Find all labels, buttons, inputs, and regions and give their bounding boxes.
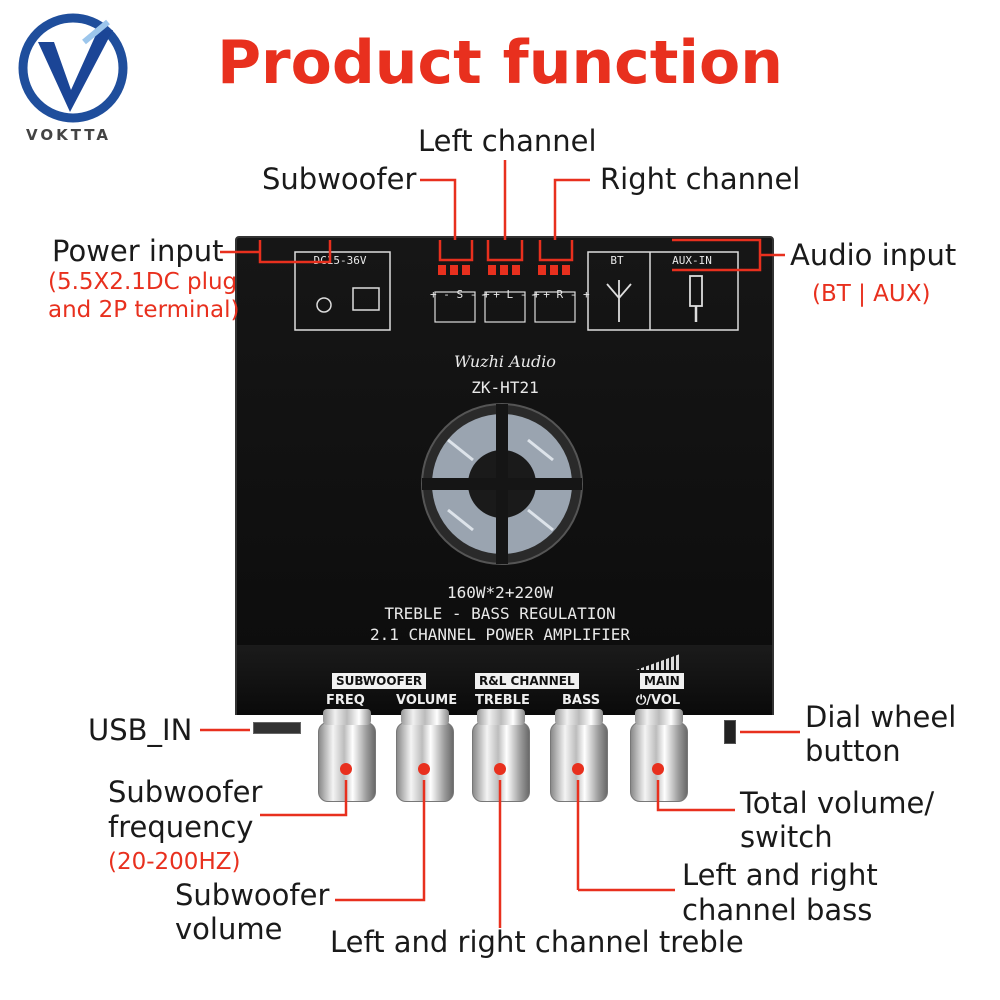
knob-label-freq: FREQ [326, 693, 365, 708]
knob-label-volume: VOLUME [396, 693, 458, 708]
model-name: ZK-HT21 [471, 378, 539, 397]
label-lr-bass-1: Left and right [682, 858, 878, 892]
label-dial-wheel-1: Dial wheel [805, 700, 957, 734]
dc-label: DC15-36V [313, 254, 367, 267]
label-right-channel: Right channel [600, 162, 801, 196]
knob-indicator [340, 763, 352, 775]
logo-text: VOKTTA [26, 126, 111, 144]
logo: VOKTTA [18, 12, 128, 144]
group-subwoofer-label: SUBWOOFER [332, 673, 427, 689]
aux-label: AUX-IN [672, 254, 712, 267]
knob-indicator [494, 763, 506, 775]
label-usb-in: USB_IN [88, 713, 193, 747]
usb-port [253, 722, 301, 734]
label-audio-input: Audio input [790, 238, 957, 272]
label-power-input-detail-2: and 2P terminal) [48, 297, 240, 323]
label-total-volume-2: switch [740, 820, 833, 854]
label-dial-wheel-2: button [805, 734, 901, 768]
group-main-label: MAIN [640, 673, 684, 689]
brand-name: Wuzhi Audio [454, 352, 556, 371]
knob-label-bass: BASS [562, 693, 601, 708]
label-sub-freq-2: frequency [108, 810, 254, 844]
label-left-channel: Left channel [418, 124, 597, 158]
voktta-logo-icon [18, 13, 128, 123]
label-sub-volume-2: volume [175, 912, 283, 946]
page-title: Product function [217, 28, 783, 98]
label-lr-bass-2: channel bass [682, 893, 873, 927]
knob-indicator [418, 763, 430, 775]
label-sub-volume-1: Subwoofer [175, 878, 330, 912]
spec-amplifier: 2.1 CHANNEL POWER AMPLIFIER [369, 625, 631, 644]
group-rl-label: R&L CHANNEL [475, 673, 579, 689]
knob-indicator [572, 763, 584, 775]
label-lr-treble: Left and right channel treble [330, 925, 744, 959]
speaker-l-label: - + L - + [480, 288, 540, 301]
spec-regulation: TREBLE - BASS REGULATION [384, 604, 616, 623]
label-audio-input-detail: (BT | AUX) [812, 281, 931, 307]
speaker-s-label: + - S - + [430, 288, 490, 301]
label-subwoofer: Subwoofer [262, 162, 417, 196]
cooling-fan-icon [421, 403, 583, 565]
rear-panel-outline [294, 251, 739, 331]
label-sub-freq-detail: (20-200HZ) [108, 849, 241, 875]
label-power-input-detail-1: (5.5X2.1DC plug [48, 269, 238, 295]
speaker-r-label: - + R - + [530, 288, 590, 301]
knob-label-vol: ⏻/VOL [636, 693, 681, 708]
speaker-terminals [438, 265, 570, 275]
label-total-volume-1: Total volume/ [740, 786, 935, 820]
bt-label: BT [610, 254, 624, 267]
knob-label-treble: TREBLE [475, 693, 530, 708]
dial-wheel[interactable] [724, 720, 736, 744]
label-sub-freq-1: Subwoofer [108, 775, 263, 809]
label-power-input: Power input [52, 234, 224, 268]
spec-power: 160W*2+220W [447, 583, 553, 602]
knob-indicator [652, 763, 664, 775]
